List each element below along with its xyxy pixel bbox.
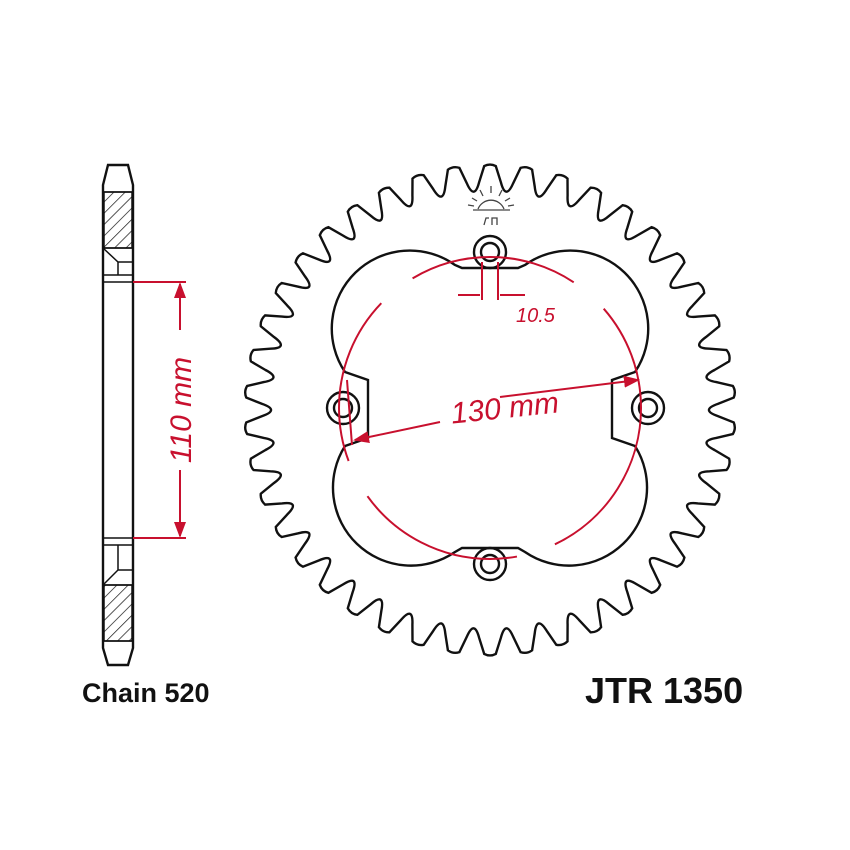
bolt-hole-bottom: [472, 546, 508, 582]
part-number: JTR 1350: [585, 670, 744, 711]
hub-cutout: [330, 249, 650, 567]
bolt-circle-arrow-right: [499, 375, 640, 398]
sprocket-teeth-outline: [244, 163, 736, 657]
bolt-hole-top: [472, 234, 508, 270]
jt-sunrise-logo: [467, 186, 515, 226]
bolt-circle-arrow-left: [353, 421, 441, 443]
hub-width-dimension: 110 mm: [165, 357, 198, 463]
bolt-hole-right: [630, 390, 666, 426]
front-view: 130 mm 10.5: [244, 163, 736, 657]
chain-label: Chain 520: [82, 678, 210, 708]
bolt-hole-dimension: 10.5: [516, 305, 556, 327]
bolt-circle-dimension: 130 mm: [449, 386, 560, 430]
side-view: 110 mm: [101, 163, 198, 667]
bolt-hole-left: [325, 390, 361, 426]
bolt-circle: [338, 256, 642, 560]
